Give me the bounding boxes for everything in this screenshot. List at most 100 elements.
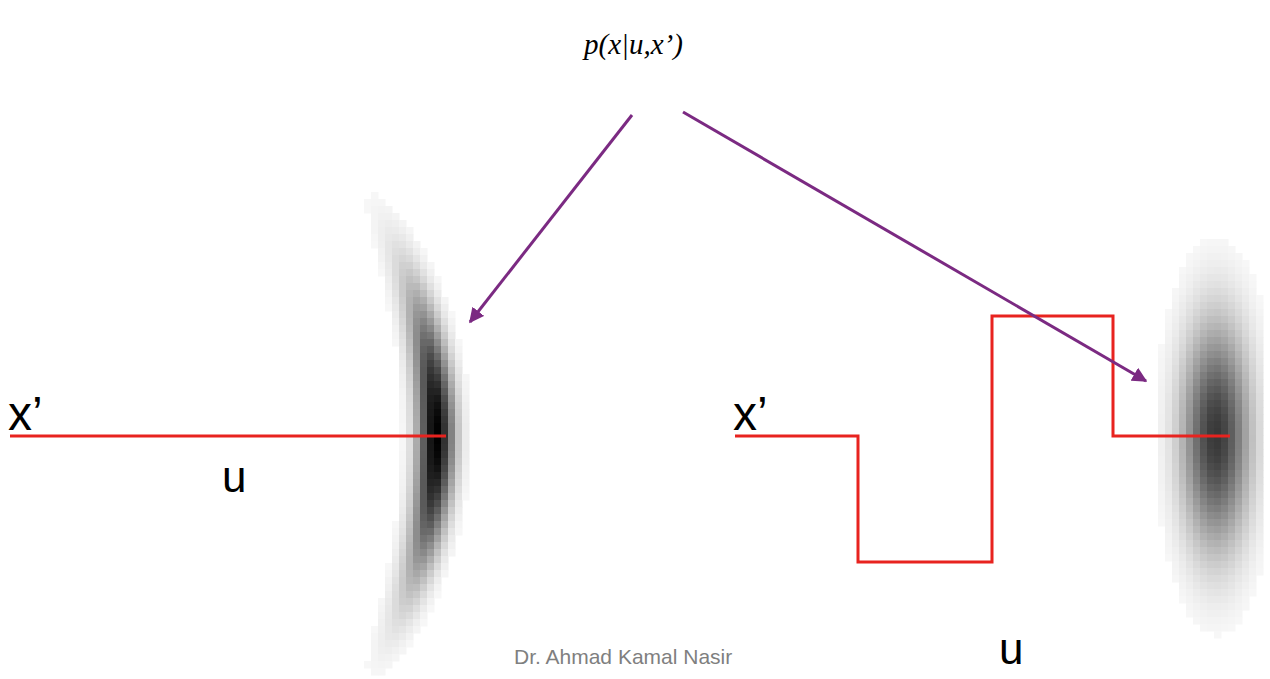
density-cell [434, 493, 442, 501]
density-cell [1207, 414, 1215, 422]
density-cell [462, 479, 470, 487]
density-cell [455, 346, 463, 354]
density-cell [385, 605, 393, 613]
density-cell [1235, 421, 1243, 429]
density-cell [434, 563, 442, 571]
density-cell [434, 353, 442, 361]
density-cell [1228, 596, 1236, 604]
density-cell [1235, 323, 1243, 331]
density-cell [441, 311, 449, 319]
density-cell [1193, 400, 1201, 408]
density-cell [392, 248, 400, 256]
density-cell [413, 332, 421, 340]
density-cell [427, 514, 435, 522]
density-cell [1172, 288, 1180, 296]
density-cell [1200, 519, 1208, 527]
density-cell [434, 528, 442, 536]
density-cell [1179, 309, 1187, 317]
density-cell [1158, 512, 1166, 520]
density-cell [1249, 330, 1257, 338]
density-cell [420, 402, 428, 410]
density-cell [434, 318, 442, 326]
density-cell [406, 465, 414, 473]
density-cell [1242, 491, 1250, 499]
density-cell [420, 521, 428, 529]
density-cell [1249, 435, 1257, 443]
density-cell [434, 591, 442, 599]
density-cell [399, 395, 407, 403]
density-cell [1172, 302, 1180, 310]
density-cell [1200, 365, 1208, 373]
density-cell [1158, 351, 1166, 359]
density-cell [413, 598, 421, 606]
density-cell [1186, 589, 1194, 597]
density-cell [1172, 561, 1180, 569]
density-cell [1235, 561, 1243, 569]
density-cell [1165, 477, 1173, 485]
density-cell [420, 472, 428, 480]
density-cell [1200, 442, 1208, 450]
density-cell [448, 367, 456, 375]
density-cell [434, 388, 442, 396]
density-cell [378, 647, 386, 655]
density-cell [399, 290, 407, 298]
density-cell [371, 647, 379, 655]
density-cell [399, 332, 407, 340]
density-cell [1235, 365, 1243, 373]
density-cell [392, 633, 400, 641]
density-cell [413, 577, 421, 585]
density-cell [1207, 596, 1215, 604]
density-cell [1249, 316, 1257, 324]
density-cell [1207, 407, 1215, 415]
density-cell [455, 402, 463, 410]
density-cell [1214, 463, 1222, 471]
density-cell [1235, 617, 1243, 625]
density-cell [1256, 316, 1264, 324]
density-cell [455, 374, 463, 382]
density-cell [406, 612, 414, 620]
density-cell [1221, 463, 1229, 471]
density-cell [1242, 414, 1250, 422]
density-cell [399, 248, 407, 256]
density-cell [1200, 323, 1208, 331]
density-cell [1179, 491, 1187, 499]
density-cell [455, 388, 463, 396]
density-cell [399, 640, 407, 648]
density-cell [406, 514, 414, 522]
density-cell [1172, 491, 1180, 499]
density-cell [434, 437, 442, 445]
density-cell [420, 255, 428, 263]
density-cell [1158, 491, 1166, 499]
density-cell [420, 528, 428, 536]
density-cell [1186, 407, 1194, 415]
density-cell [1200, 358, 1208, 366]
density-cell [1214, 309, 1222, 317]
density-cell [1179, 526, 1187, 534]
density-cell [427, 325, 435, 333]
density-cell [1158, 477, 1166, 485]
density-cell [413, 535, 421, 543]
density-cell [1207, 309, 1215, 317]
density-cell [1186, 330, 1194, 338]
density-cell [392, 325, 400, 333]
density-cell [1172, 449, 1180, 457]
density-cell [1165, 393, 1173, 401]
density-cell [1207, 610, 1215, 618]
density-cell [1256, 323, 1264, 331]
density-cell [1249, 547, 1257, 555]
density-cell [1207, 533, 1215, 541]
density-cell [1235, 582, 1243, 590]
density-cell [420, 577, 428, 585]
density-cell [1186, 337, 1194, 345]
density-cell [462, 402, 470, 410]
density-cell [1242, 372, 1250, 380]
density-cell [1235, 260, 1243, 268]
density-cell [1242, 288, 1250, 296]
density-cell [1193, 351, 1201, 359]
density-cell [1172, 498, 1180, 506]
density-cell [462, 437, 470, 445]
density-cell [441, 367, 449, 375]
density-cell [406, 605, 414, 613]
density-cell [427, 304, 435, 312]
density-cell [413, 444, 421, 452]
